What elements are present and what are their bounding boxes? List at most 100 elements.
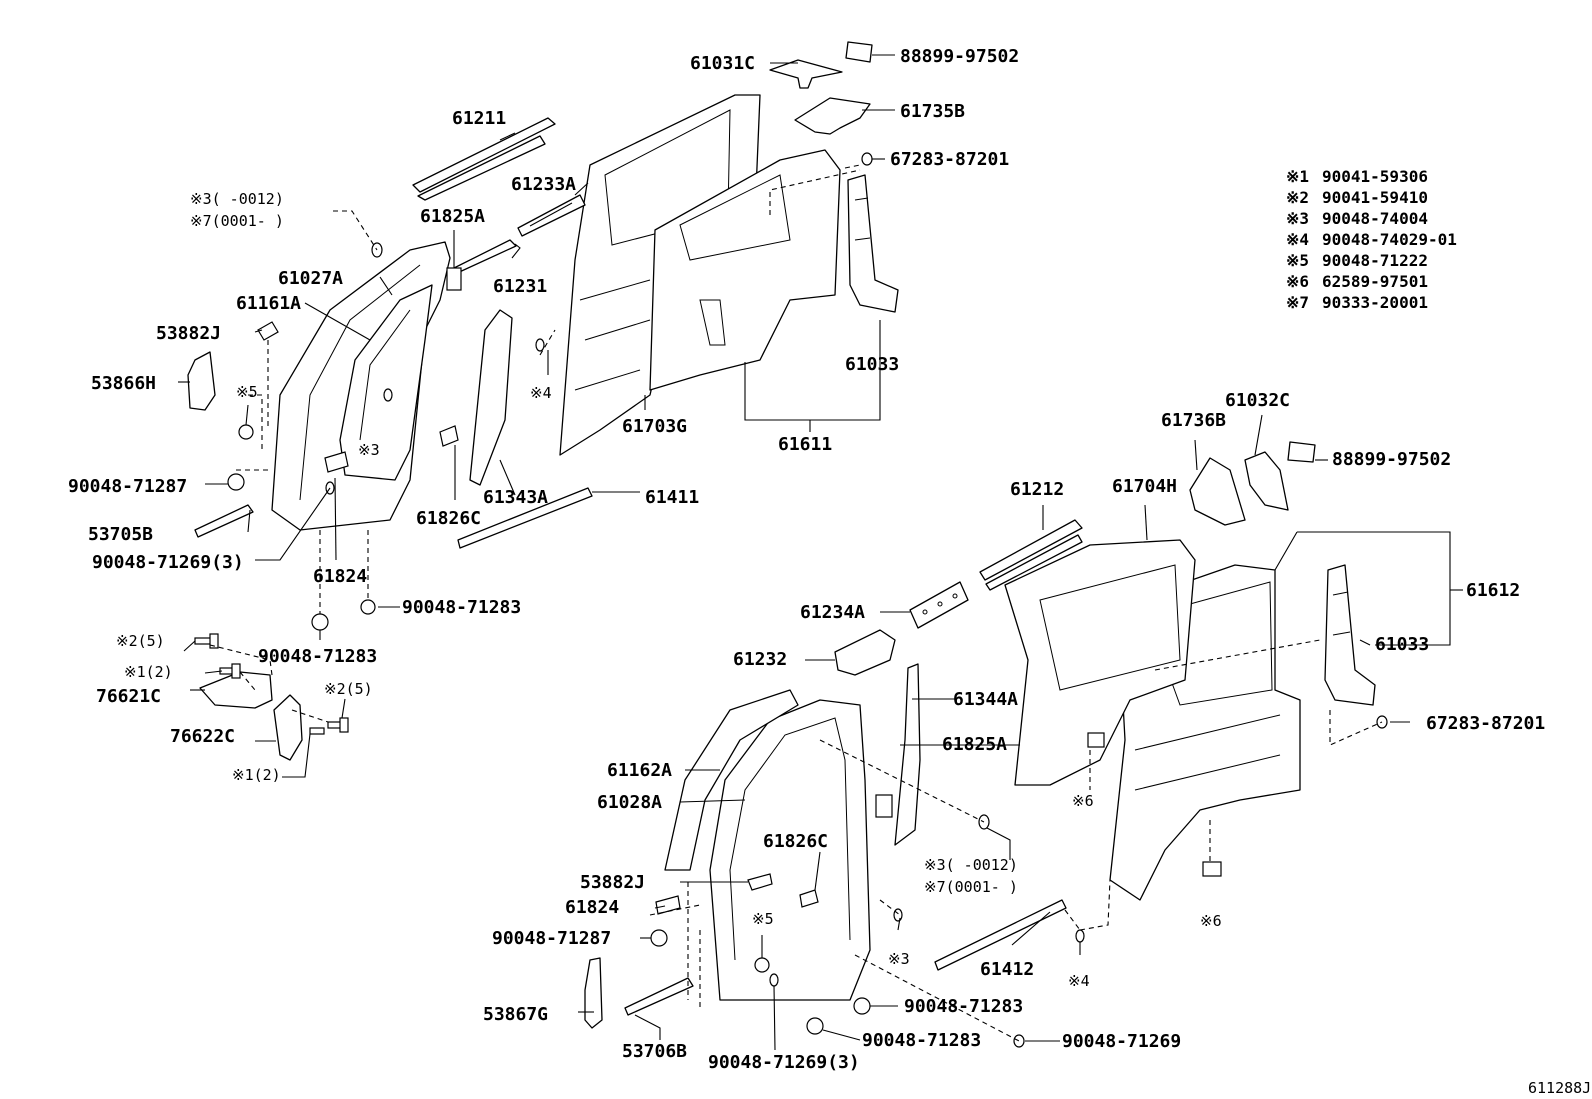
legend-mark-4: ※4: [1286, 230, 1309, 249]
legend-part-3: 90048-74004: [1322, 209, 1428, 228]
label-61825A-a: 61825A: [420, 206, 485, 227]
legend-part-2: 90041-59410: [1322, 188, 1428, 207]
label-61736B: 61736B: [1161, 410, 1226, 431]
label-61735B: 61735B: [900, 101, 965, 122]
legend-row-3: ※3 90048-74004: [1286, 209, 1428, 228]
front-inner-pillar-61162A: [664, 689, 799, 871]
bolt-mark1-b: [309, 727, 325, 735]
label-90048-71269-3-b: 90048-71269(3): [708, 1052, 860, 1073]
plug-mark4-lower: [1075, 929, 1085, 943]
label-61028A: 61028A: [597, 792, 662, 813]
label-67283-87201-a: 67283-87201: [890, 149, 1009, 170]
label-61343A: 61343A: [483, 487, 548, 508]
legend-mark-3: ※3: [1286, 209, 1309, 228]
label-61824-b: 61824: [565, 897, 619, 918]
label-90048-71283-a: 90048-71283: [402, 597, 521, 618]
label-61234A: 61234A: [800, 602, 865, 623]
label-90048-71283-c: 90048-71283: [904, 996, 1023, 1017]
gusset-61031C: [769, 59, 843, 89]
legend-mark-2: ※2: [1286, 188, 1309, 207]
mark-4-b: ※4: [1068, 972, 1090, 990]
label-61611: 61611: [778, 434, 832, 455]
mark-2x5-a: ※2(5): [116, 632, 165, 650]
label-61162A: 61162A: [607, 760, 672, 781]
legend-part-5: 90048-71222: [1322, 251, 1428, 270]
label-53866H: 53866H: [91, 373, 156, 394]
mark-3-b: ※3: [888, 950, 910, 968]
mark-6-a: ※6: [1072, 792, 1094, 810]
legend-row-1: ※1 90041-59306: [1286, 167, 1428, 186]
pillar-61033-lower: [1324, 564, 1376, 706]
label-90048-71287-b: 90048-71287: [492, 928, 611, 949]
pad-61824-upper: [324, 451, 349, 473]
note-3-range-a: ※3( -0012): [190, 190, 284, 208]
pad-61824-lower: [655, 895, 681, 915]
label-61161A: 61161A: [236, 293, 301, 314]
side-inner-panel-61703G: [649, 149, 841, 391]
label-61031C: 61031C: [690, 53, 755, 74]
plug-67283-87201-upper: [861, 152, 873, 166]
mark-2x5-b: ※2(5): [324, 680, 373, 698]
note-7-range-a: ※7(0001- ): [190, 212, 284, 230]
mark-6-b: ※6: [1200, 912, 1222, 930]
legend-row-5: ※5 90048-71222: [1286, 251, 1428, 270]
legend-part-1: 90041-59306: [1322, 167, 1428, 186]
legend-row-6: ※6 62589-97501: [1286, 272, 1428, 291]
center-pillar-61343A: [469, 309, 513, 486]
mark-1x2-a: ※1(2): [124, 663, 173, 681]
label-90048-71269: 90048-71269: [1062, 1031, 1181, 1052]
label-61231: 61231: [493, 276, 547, 297]
label-76622C: 76622C: [170, 726, 235, 747]
label-88899-97502-upper: [845, 41, 873, 63]
pad-61826C-lower: [799, 889, 819, 908]
plug-90048-71269-single: [1013, 1034, 1025, 1048]
part-labels: 61031C 88899-97502 61735B 67283-87201 61…: [68, 46, 1545, 1073]
label-61033-b: 61033: [1375, 634, 1429, 655]
legend-part-7: 90333-20001: [1322, 293, 1428, 312]
label-61411: 61411: [645, 487, 699, 508]
clip-53882J-upper: [257, 321, 279, 341]
legend-mark-5: ※5: [1286, 251, 1309, 270]
clip-53882J-lower: [747, 873, 773, 891]
grommet-90048-71287-upper: [227, 473, 245, 491]
bracket-76622C: [273, 694, 303, 761]
legend-mark-6: ※6: [1286, 272, 1309, 291]
front-pillar-61028A: [709, 699, 871, 1001]
label-61233A: 61233A: [511, 174, 576, 195]
mark-1x2-b: ※1(2): [232, 766, 281, 784]
label-61824-a: 61824: [313, 566, 367, 587]
panel-61032C: [1244, 451, 1289, 511]
grommet-90048-71283-d: [806, 1017, 824, 1035]
label-67283-87201-b: 67283-87201: [1426, 713, 1545, 734]
note-3-range-b: ※3( -0012): [924, 856, 1018, 874]
pad-mark6-upper: [1087, 732, 1105, 748]
reinforcement-61234A: [909, 581, 969, 629]
plug-90048-71269-lower: [769, 973, 779, 987]
legend: ※1 90041-59306 ※2 90041-59410 ※3 90048-7…: [1286, 167, 1457, 312]
grommet-90048-71283-b: [360, 599, 376, 615]
label-61232: 61232: [733, 649, 787, 670]
label-88899-97502-b: 88899-97502: [1332, 449, 1451, 470]
label-90048-71283-b: 90048-71283: [258, 646, 377, 667]
legend-row-7: ※7 90333-20001: [1286, 293, 1428, 312]
bracket-53867G: [584, 957, 603, 1029]
legend-row-2: ※2 90041-59410: [1286, 188, 1428, 207]
rocker-61411: [457, 487, 593, 549]
label-61612: 61612: [1466, 580, 1520, 601]
mark-5-b: ※5: [752, 910, 774, 928]
label-53706B: 53706B: [622, 1041, 687, 1062]
label-61412: 61412: [980, 959, 1034, 980]
pad-61825A-upper: [446, 267, 462, 291]
legend-mark-1: ※1: [1286, 167, 1309, 186]
label-61703G: 61703G: [622, 416, 687, 437]
note-7-range-b: ※7(0001- ): [924, 878, 1018, 896]
label-61826C-b: 61826C: [763, 831, 828, 852]
plug-mark3-upper: [383, 388, 393, 402]
legend-mark-7: ※7: [1286, 293, 1309, 312]
label-88899-97502-a: 88899-97502: [900, 46, 1019, 67]
label-61826C-a: 61826C: [416, 508, 481, 529]
reinforcement-61232: [834, 629, 896, 676]
rocker-53705B: [194, 504, 254, 538]
mark-3-a: ※3: [358, 441, 380, 459]
